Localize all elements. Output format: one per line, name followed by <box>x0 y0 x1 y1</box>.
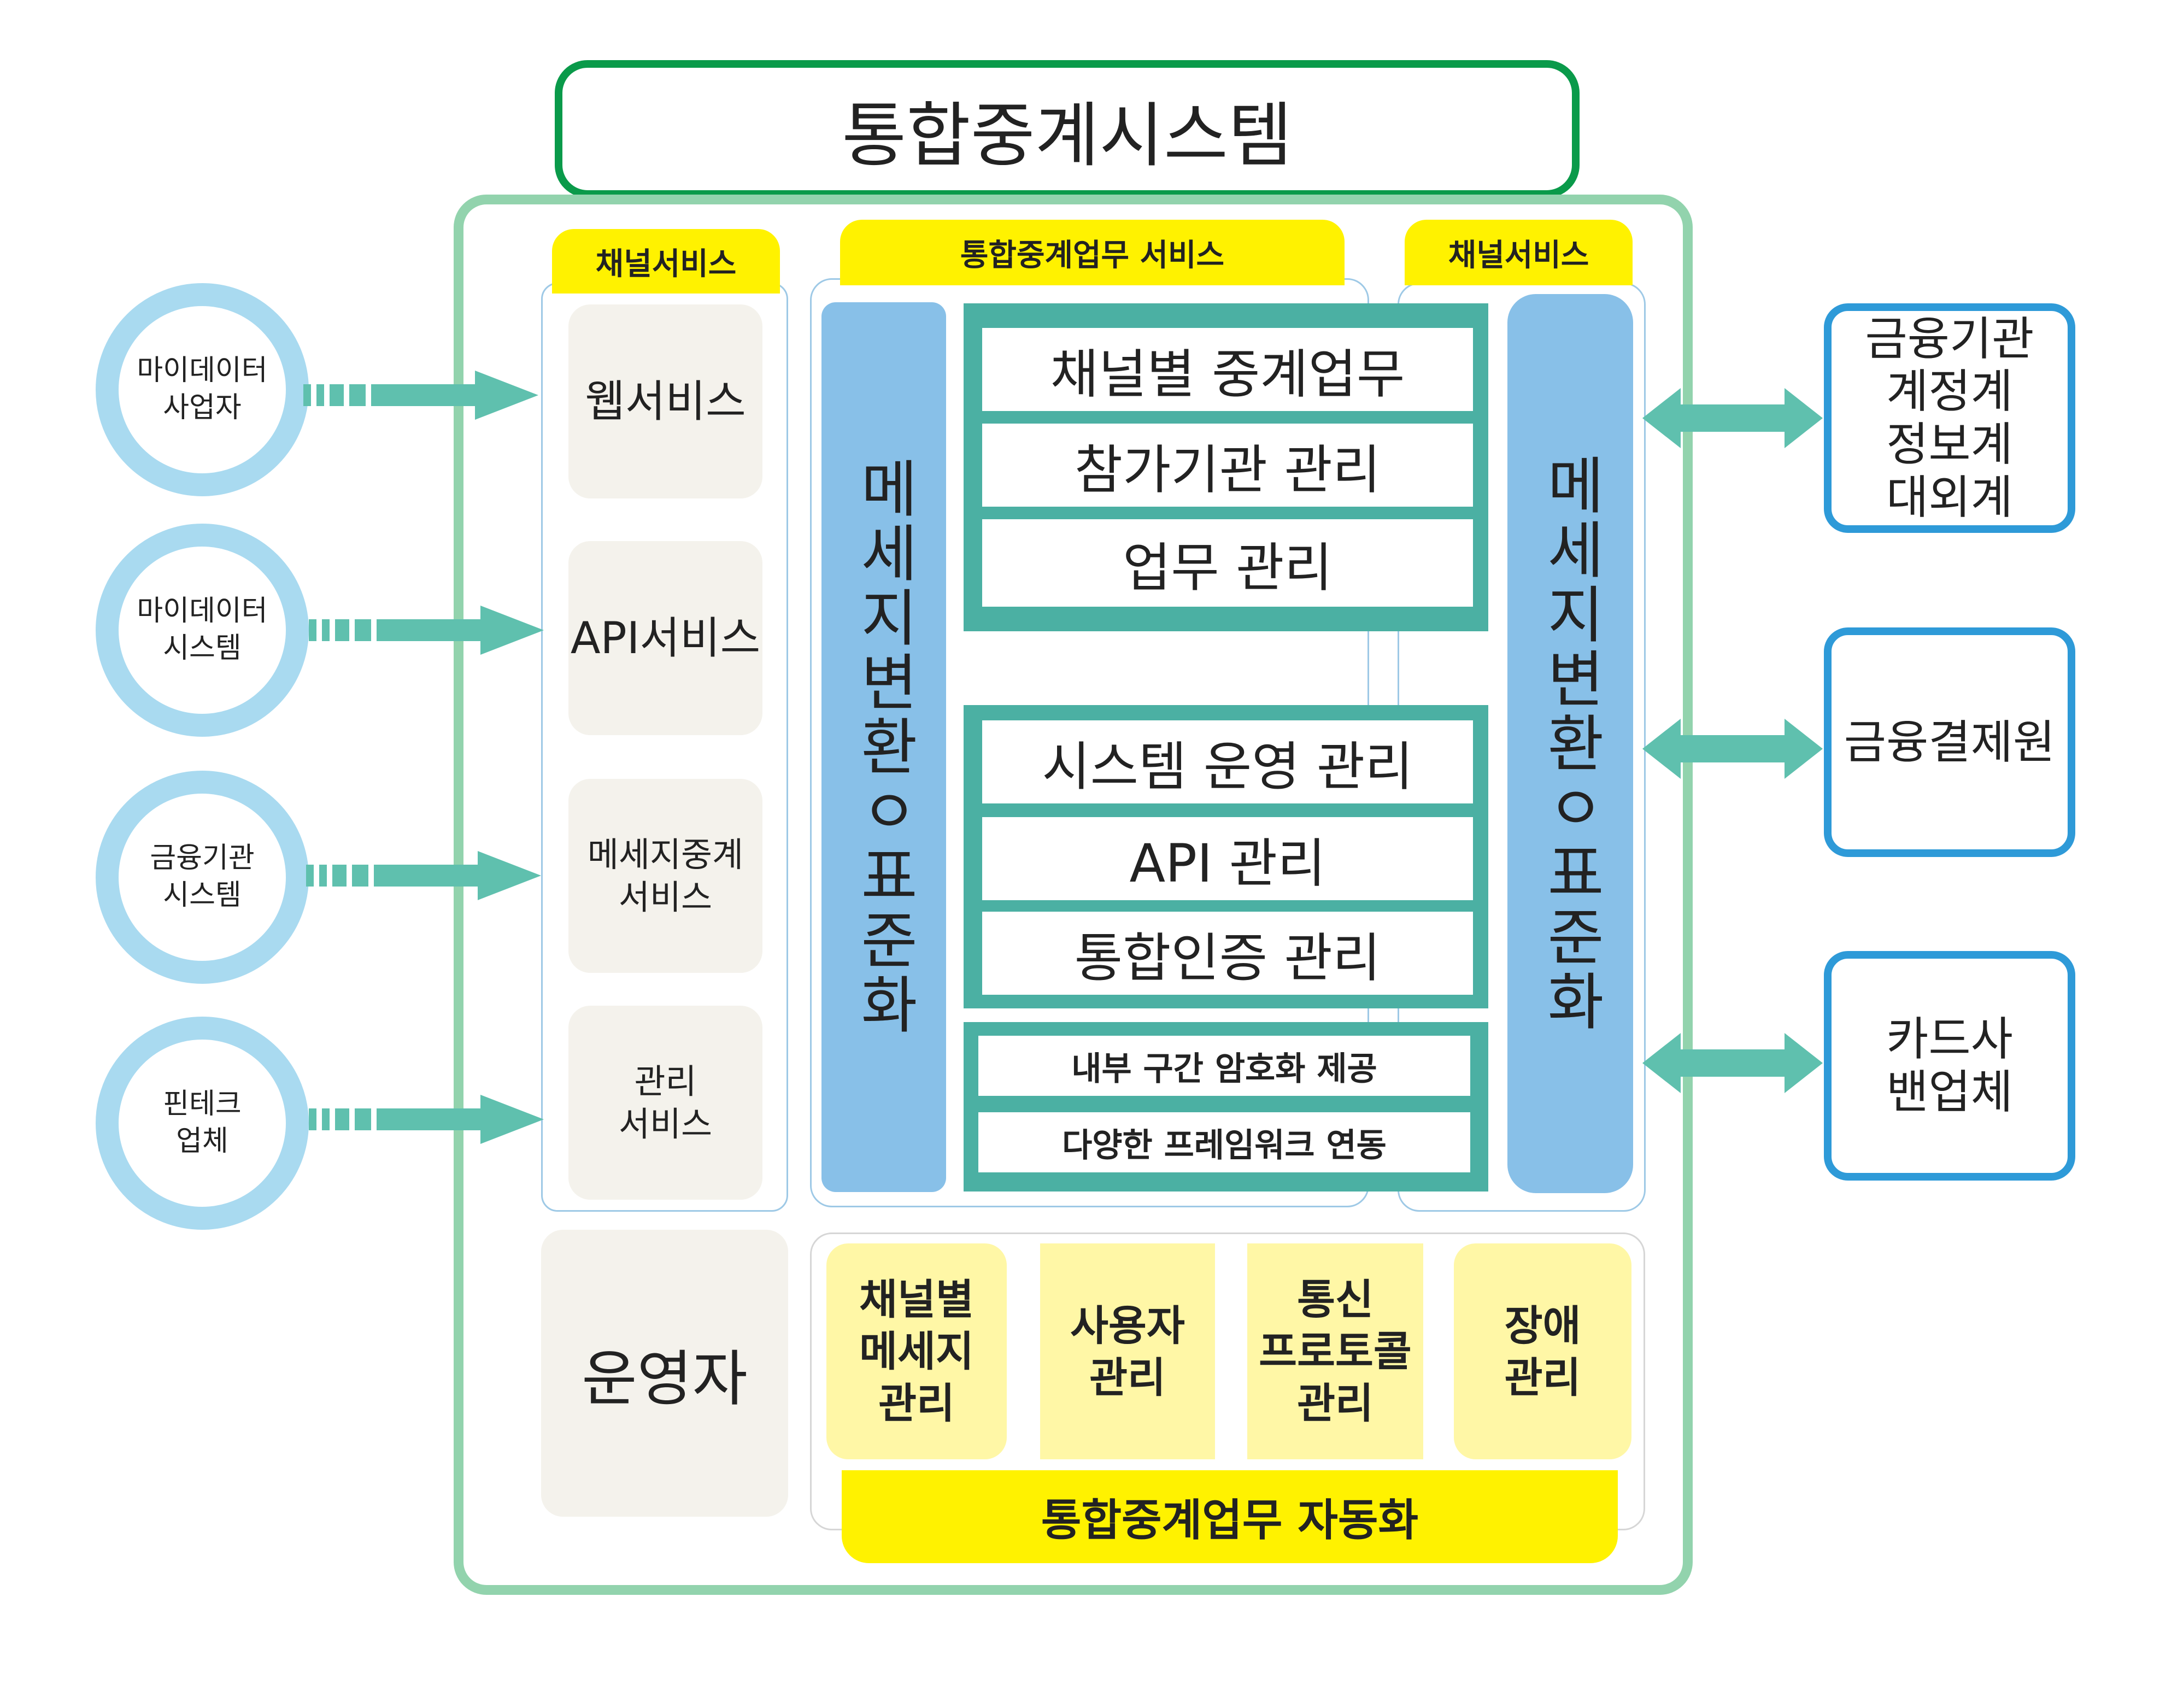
relay-item-framework: 다양한 프레임워크 연동 <box>978 1112 1470 1172</box>
relay-item-api: API 관리 <box>982 817 1473 900</box>
channel-service-web: 웹서비스 <box>568 304 762 498</box>
client-fintech: 핀테크 업체 <box>96 1017 309 1230</box>
relay-item-system-ops: 시스템 운영 관리 <box>982 720 1473 803</box>
channel-service-admin: 관리 서비스 <box>568 1006 762 1200</box>
arrow-client-4 <box>309 1095 544 1144</box>
arrow-external-2 <box>1642 719 1823 779</box>
automation-fault: 장애 관리 <box>1454 1243 1631 1459</box>
arrow-external-3 <box>1642 1033 1823 1093</box>
operator-box: 운영자 <box>541 1230 788 1517</box>
arrow-external-1 <box>1642 388 1823 448</box>
relay-item-encryption: 내부 구간 암호화 제공 <box>978 1036 1470 1096</box>
channel-service-api: API서비스 <box>568 541 762 735</box>
center-header: 통합중계업무 서비스 <box>840 220 1345 285</box>
automation-protocol: 통신 프로토콜 관리 <box>1247 1243 1423 1459</box>
external-kftc: 금융결제원 <box>1824 627 2075 857</box>
arrow-client-1 <box>303 371 538 420</box>
client-financial-system: 금융기관 시스템 <box>96 771 309 984</box>
automation-channel-message: 채널별 메세지 관리 <box>826 1243 1007 1459</box>
client-mydata-system: 마이데이터 시스템 <box>96 524 309 737</box>
automation-bar: 통합중계업무 자동화 <box>842 1470 1618 1563</box>
message-transform-right: 메세지변환ㅇ표준화 <box>1507 294 1633 1193</box>
left-channel-header: 채널서비스 <box>552 229 780 294</box>
system-title: 통합중계시스템 <box>842 95 1293 177</box>
client-mydata-business: 마이데이터 사업자 <box>96 283 309 496</box>
relay-item-participants: 참가기관 관리 <box>982 424 1473 507</box>
arrow-client-2 <box>309 606 544 655</box>
external-card-van: 카드사 밴업체 <box>1824 951 2075 1181</box>
system-title-box: 통합중계시스템 <box>555 60 1580 198</box>
system-container <box>454 195 1693 1595</box>
message-transform-left: 메세지변환ㅇ표준화 <box>821 302 946 1192</box>
arrow-client-3 <box>306 851 541 900</box>
relay-item-business: 업무 관리 <box>982 519 1473 607</box>
relay-item-auth: 통합인증 관리 <box>982 912 1473 995</box>
channel-service-message: 메세지중계 서비스 <box>568 779 762 973</box>
relay-item-channel: 채널별 중계업무 <box>982 328 1473 411</box>
automation-user: 사용자 관리 <box>1040 1243 1215 1459</box>
external-financial-institution: 금융기관 계정계 정보계 대외계 <box>1824 303 2075 533</box>
right-channel-header: 채널서비스 <box>1405 220 1633 285</box>
